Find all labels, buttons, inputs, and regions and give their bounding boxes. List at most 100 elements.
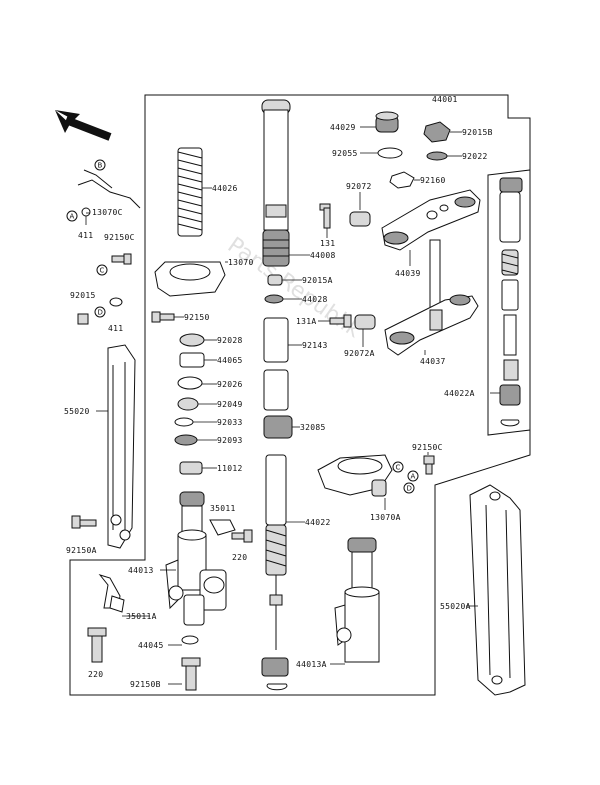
part-label: 44013 bbox=[128, 566, 154, 575]
ring-92026 bbox=[177, 376, 203, 390]
washer-411-b bbox=[109, 297, 123, 307]
part-label: 92072A bbox=[344, 349, 375, 358]
part-label: 92143 bbox=[302, 341, 328, 350]
bolt-92150C-top bbox=[111, 253, 132, 265]
bolt-92150A bbox=[71, 515, 97, 529]
spacer-rod-92143 bbox=[263, 317, 289, 411]
bushing-92072A bbox=[354, 314, 376, 330]
part-label: 13070 bbox=[228, 258, 254, 267]
washer-92022 bbox=[426, 151, 448, 161]
part-label: 13070A bbox=[370, 513, 401, 522]
svg-text:A: A bbox=[411, 473, 416, 481]
part-label: 44028 bbox=[302, 295, 328, 304]
part-label: 92015 bbox=[70, 291, 96, 300]
part-label: 44026 bbox=[212, 184, 238, 193]
callout-A: A bbox=[66, 210, 78, 222]
bolt-92150B bbox=[181, 657, 201, 691]
nut-92015B bbox=[423, 121, 451, 143]
bracket-35011A bbox=[98, 574, 125, 613]
part-label: 92150C bbox=[104, 233, 135, 242]
bolt-220-a bbox=[231, 529, 253, 543]
part-label: 44065 bbox=[217, 356, 243, 365]
part-label: 131A bbox=[296, 317, 316, 326]
seal-92028 bbox=[179, 333, 205, 347]
part-label: 92015B bbox=[462, 128, 493, 137]
svg-text:B: B bbox=[98, 162, 103, 170]
part-label: 44037 bbox=[420, 357, 446, 366]
part-label: 92160 bbox=[420, 176, 446, 185]
upper-triple-clamp bbox=[381, 189, 481, 251]
bolt-92015 bbox=[77, 313, 89, 325]
bolt-92150C-mid bbox=[423, 455, 435, 475]
part-label: 44029 bbox=[330, 123, 356, 132]
part-label: 92022 bbox=[462, 152, 488, 161]
part-label: 411 bbox=[78, 231, 93, 240]
part-label: 220 bbox=[88, 670, 103, 679]
bushing-11012 bbox=[179, 461, 203, 475]
lower-triple-clamp-stem bbox=[384, 239, 479, 356]
washer-44045 bbox=[181, 635, 199, 645]
part-label: 55020 bbox=[64, 407, 90, 416]
cap-bolt-44029 bbox=[375, 111, 399, 133]
clip-92033 bbox=[174, 417, 194, 427]
callout-C: C bbox=[96, 264, 108, 276]
inner-fork-tube bbox=[261, 99, 291, 267]
part-label: 44045 bbox=[138, 641, 164, 650]
part-label: 32085 bbox=[300, 423, 326, 432]
part-label: 92150C bbox=[412, 443, 443, 452]
part-label: 411 bbox=[108, 324, 123, 333]
bracket-35011 bbox=[209, 519, 236, 536]
fork-spring bbox=[177, 147, 203, 237]
front-direction-arrow-icon bbox=[55, 110, 112, 141]
outer-tube-44013 bbox=[165, 491, 227, 626]
part-label: 11012 bbox=[217, 464, 243, 473]
seal-92049 bbox=[177, 397, 199, 411]
callout-B: B bbox=[94, 159, 106, 171]
callout-A2: A bbox=[407, 470, 419, 482]
fork-clamp-13070A bbox=[317, 454, 393, 497]
part-label: 220 bbox=[232, 553, 247, 562]
fork-guard-right bbox=[469, 484, 526, 696]
callout-D2: D bbox=[403, 482, 415, 494]
bolt-220-b bbox=[87, 627, 107, 663]
part-label: 92033 bbox=[217, 418, 243, 427]
svg-text:D: D bbox=[407, 485, 412, 493]
part-label: 92055 bbox=[332, 149, 358, 158]
bolt-92150 bbox=[151, 311, 175, 323]
part-label: 92150A bbox=[66, 546, 97, 555]
part-label: 92072 bbox=[346, 182, 372, 191]
bushing-92072 bbox=[349, 211, 371, 227]
part-label: 92150 bbox=[184, 313, 210, 322]
o-ring-92055 bbox=[377, 147, 403, 159]
nut-92160 bbox=[389, 171, 415, 189]
part-label: 35011 bbox=[210, 504, 236, 513]
dust-seal-92093 bbox=[174, 434, 198, 446]
fork-clamp-13070 bbox=[154, 261, 226, 297]
part-label: 55020A bbox=[440, 602, 471, 611]
part-label: 92015A bbox=[302, 276, 333, 285]
callout-D: D bbox=[94, 306, 106, 318]
part-label: 44039 bbox=[395, 269, 421, 278]
collar-92015A bbox=[267, 274, 283, 286]
svg-text:D: D bbox=[98, 309, 103, 317]
callout-C2: C bbox=[392, 461, 404, 473]
svg-text:A: A bbox=[70, 213, 75, 221]
piston-32085 bbox=[263, 415, 293, 439]
part-label: 44013A bbox=[296, 660, 327, 669]
washer-44028 bbox=[264, 294, 284, 304]
svg-text:C: C bbox=[100, 267, 105, 275]
cable-clip-13070C bbox=[77, 169, 141, 217]
outer-tube-44013A bbox=[334, 537, 380, 663]
part-label: 44001 bbox=[432, 95, 458, 104]
part-label: 92093 bbox=[217, 436, 243, 445]
svg-text:C: C bbox=[396, 464, 401, 472]
part-label: 35011A bbox=[126, 612, 157, 621]
fork-guard-left bbox=[107, 344, 136, 549]
part-label: 92026 bbox=[217, 380, 243, 389]
bolt-131 bbox=[319, 203, 331, 229]
part-label: 92150B bbox=[130, 680, 161, 689]
part-label: 92028 bbox=[217, 336, 243, 345]
part-label: 13070C bbox=[92, 208, 123, 217]
